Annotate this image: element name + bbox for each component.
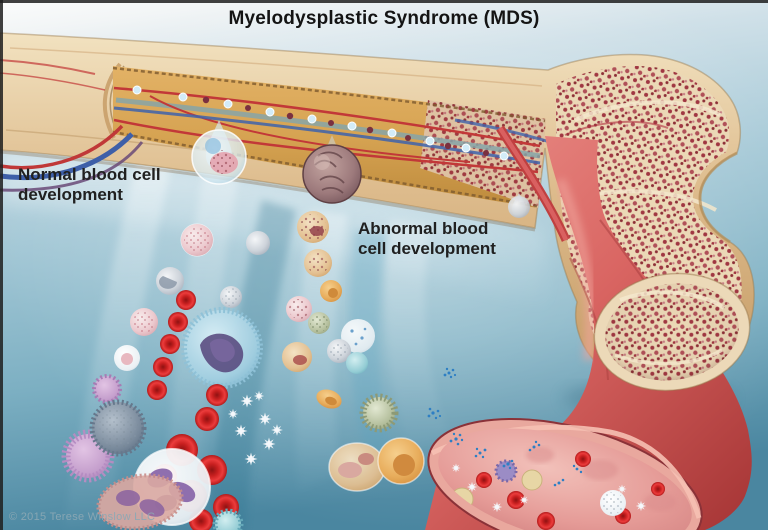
normal-cell-stream: [61, 120, 375, 530]
normal-label-line1: Normal blood cell: [18, 165, 161, 184]
image-border-left: [0, 0, 3, 530]
abnormal-cell-stream: [282, 135, 583, 492]
abnormal-stem-cell: [302, 135, 362, 204]
abnormal-label-line2: cell development: [358, 239, 496, 258]
abnormal-mature-cells: [328, 437, 425, 492]
vessel-opening: [426, 417, 703, 530]
mature-white-cells: [61, 399, 244, 530]
abnormal-progenitor-cells: [282, 211, 399, 433]
abnormal-development-label: Abnormal blood cell development: [358, 219, 496, 259]
cell-stream-ribbons: [0, 150, 545, 530]
marrow-stem-cells: [132, 85, 523, 163]
normal-development-label: Normal blood cell development: [18, 165, 161, 205]
normal-label-line2: development: [18, 185, 123, 204]
bone-notch: [698, 151, 738, 244]
nutrient-artery: [496, 125, 571, 242]
copyright-notice: © 2015 Terese Winslow LLC: [9, 511, 156, 523]
normal-progenitor-cells: [92, 223, 270, 404]
blue-precursor-cell: [181, 307, 263, 389]
image-border-top: [0, 0, 768, 3]
vessel-wall: [425, 136, 752, 530]
abnormal-platelets: [427, 367, 583, 487]
periosteal-vessels: [0, 124, 144, 192]
diagram-title: Myelodysplastic Syndrome (MDS): [228, 8, 540, 29]
dangling-cell: [508, 193, 530, 218]
normal-stem-cell: [191, 120, 247, 185]
pale-speckled-cell: [341, 319, 375, 353]
bone-ball-end: [593, 272, 751, 392]
abnormal-label-line1: Abnormal blood: [358, 219, 489, 238]
